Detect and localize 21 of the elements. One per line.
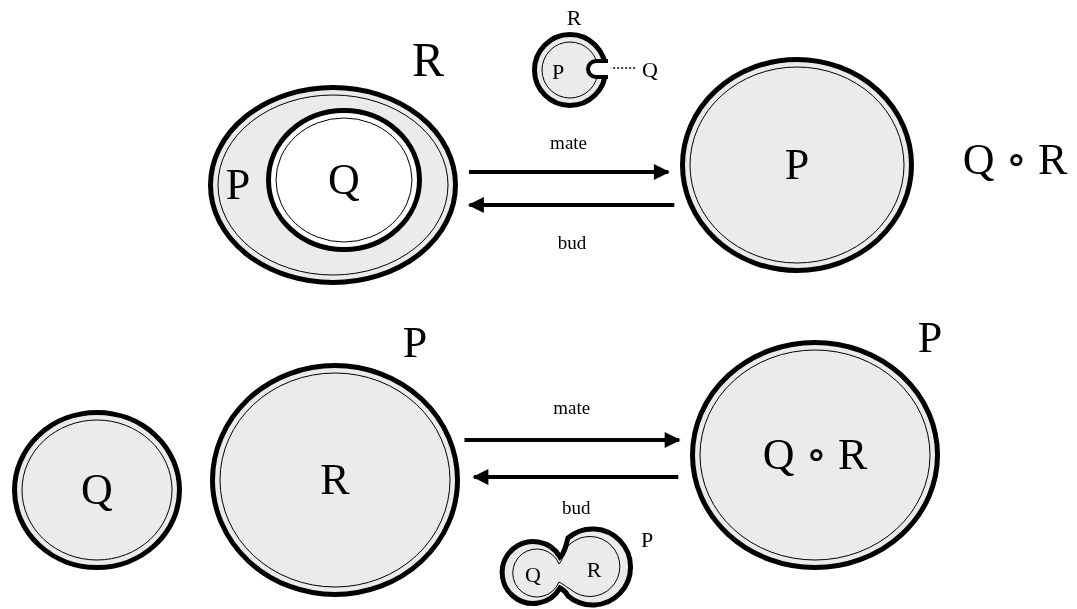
arrow <box>464 432 681 448</box>
cell-label: P <box>640 529 654 551</box>
cell-label: P <box>784 143 810 187</box>
cell-label: P <box>917 316 943 360</box>
cell-label: P <box>551 61 565 83</box>
leader-line <box>610 67 636 69</box>
cell-label: R <box>566 7 582 29</box>
cell-label: P <box>402 321 428 365</box>
cell-label: Q <box>642 59 658 81</box>
cell-label: Q ∘ R <box>762 433 868 477</box>
cell-label: Q <box>328 158 360 202</box>
cell-label: Q <box>81 468 113 512</box>
arrow <box>472 469 679 485</box>
cell-label: Q <box>525 564 541 586</box>
arrow <box>468 164 670 180</box>
arrow <box>467 197 675 213</box>
cell-label: P <box>225 163 251 207</box>
cell-label: R <box>586 559 602 581</box>
cell-label: R <box>412 36 444 84</box>
composition-label: Q ∘ R <box>962 138 1068 182</box>
cell-label: R <box>320 458 350 502</box>
